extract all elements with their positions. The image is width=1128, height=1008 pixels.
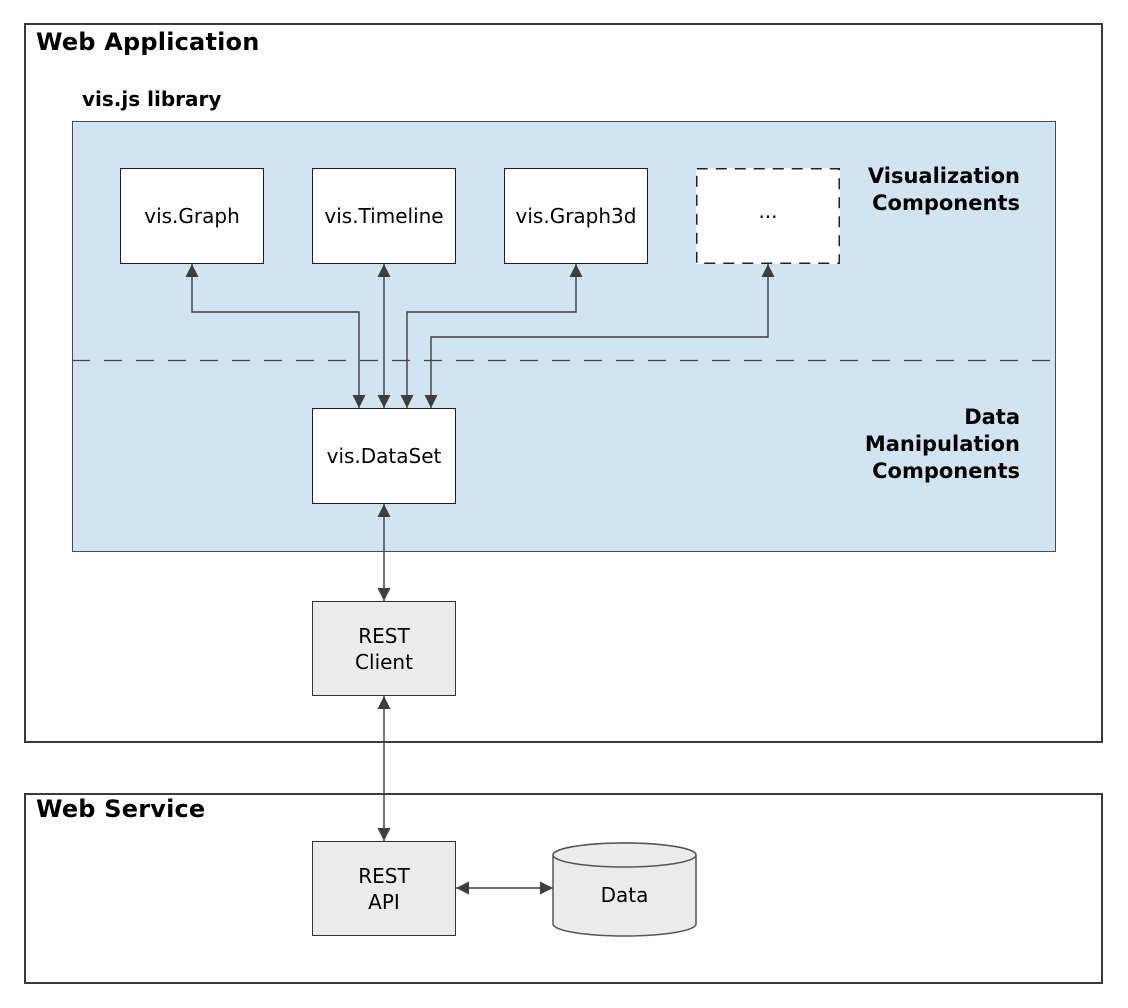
visualization-components-label: Visualization Components [867,164,1020,215]
visjs-library-title: vis.js library [82,87,222,111]
vis-timeline-label: vis.Timeline [324,204,444,228]
rest-api-box: REST API [312,841,456,936]
placeholder-component-label: ... [758,199,778,223]
web-application-title: Web Application [36,28,260,56]
vis-graph3d-label: vis.Graph3d [515,204,637,228]
vis-graph-box: vis.Graph [120,168,264,264]
vis-graph-label: vis.Graph [144,204,240,228]
vis-dataset-box: vis.DataSet [312,408,456,504]
web-service-box [24,793,1103,984]
vis-dataset-label: vis.DataSet [326,444,442,468]
rest-client-box: REST Client [312,601,456,696]
vis-timeline-box: vis.Timeline [312,168,456,264]
web-application-box [24,23,1103,743]
web-service-title: Web Service [36,795,206,823]
data-manipulation-components-label: Data Manipulation Components [864,405,1020,483]
rest-api-label: REST API [358,863,410,914]
data-cylinder-label: Data [600,882,649,907]
vis-graph3d-box: vis.Graph3d [504,168,648,264]
rest-client-label: REST Client [355,623,413,674]
placeholder-component-box: ... [696,168,840,264]
